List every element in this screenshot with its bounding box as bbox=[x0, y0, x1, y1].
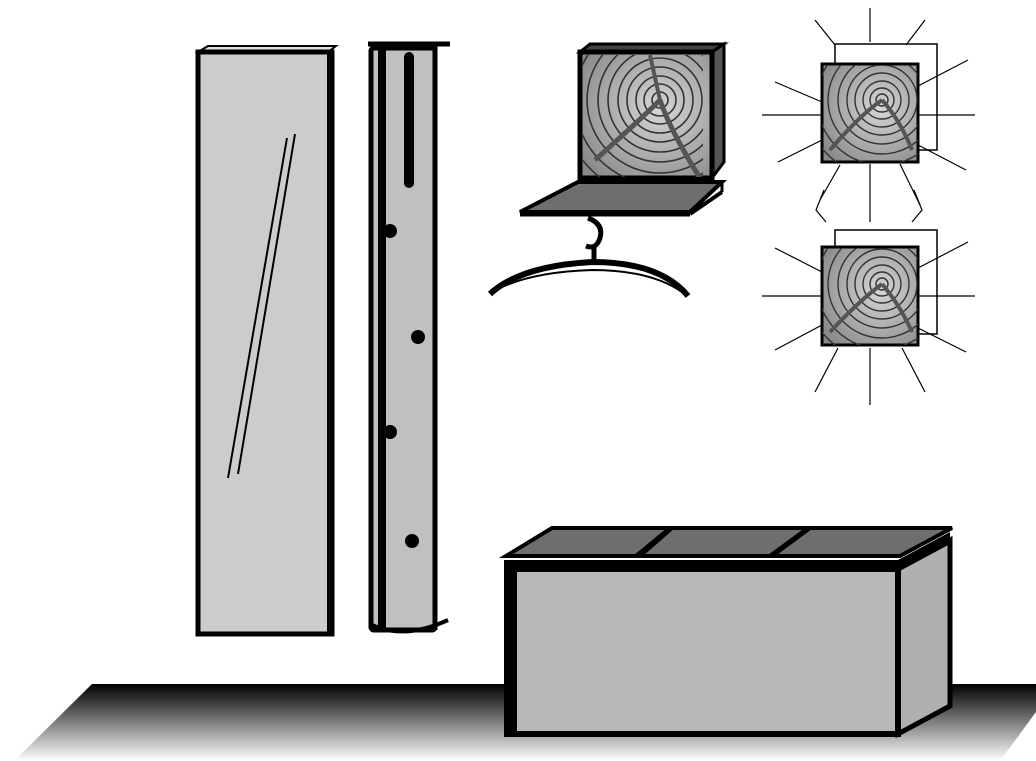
coat-rack-panel bbox=[368, 41, 450, 634]
bench-cushion bbox=[765, 526, 953, 558]
storage-bench bbox=[498, 526, 953, 739]
wood-grain bbox=[822, 248, 918, 345]
wood-shelf-with-hanger bbox=[487, 41, 729, 298]
coat-hook bbox=[405, 534, 419, 548]
light-rays bbox=[762, 241, 975, 405]
coat-hook bbox=[383, 425, 397, 439]
mirror-reflection-line bbox=[227, 137, 288, 479]
wall-mirror bbox=[194, 45, 339, 637]
light-rays bbox=[762, 8, 975, 223]
wood-grain bbox=[822, 65, 918, 162]
wood-cube-light-top bbox=[762, 8, 975, 223]
coat-hanger bbox=[487, 215, 691, 298]
mirror-reflection-line bbox=[237, 133, 296, 475]
wood-grain bbox=[583, 55, 703, 177]
coat-hook bbox=[411, 330, 425, 344]
wood-cube-light-bottom bbox=[762, 229, 975, 405]
coat-hook bbox=[383, 224, 397, 238]
